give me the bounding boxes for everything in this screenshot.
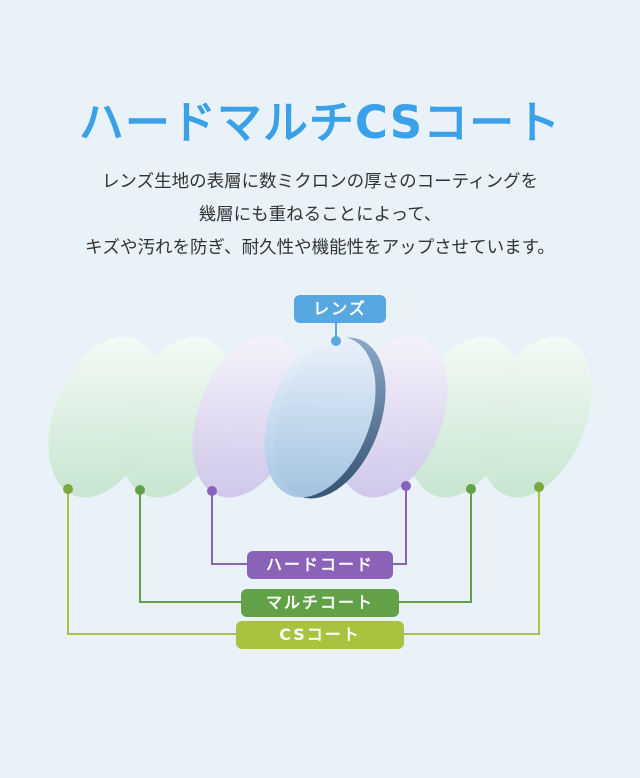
hard-coat-dot-right — [401, 481, 411, 491]
multi-coat-dot-right — [466, 484, 476, 494]
description-line-3: キズや汚れを防ぎ、耐久性や機能性をアップさせています。 — [85, 238, 555, 258]
multi-coat-dot-left — [135, 485, 145, 495]
cs-coat-dot-right — [534, 482, 544, 492]
cs-coat-line-left-vertical — [67, 489, 69, 635]
cs-coat-dot-left — [63, 484, 73, 494]
hard-coat-line-left-vertical — [211, 491, 213, 565]
multi-coat-label-badge: マルチコート — [241, 589, 399, 617]
multi-coat-line-right-horizontal — [399, 601, 472, 603]
lens-dot — [331, 336, 341, 346]
hard-coat-line-right-vertical — [405, 486, 407, 565]
multi-coat-line-left-horizontal — [139, 601, 241, 603]
multi-coat-line-right-vertical — [470, 489, 472, 603]
cs-coat-line-left-horizontal — [67, 633, 236, 635]
multi-coat-line-left-vertical — [139, 490, 141, 603]
lens-label-badge: レンズ — [294, 295, 386, 323]
hard-coat-line-right-horizontal — [393, 563, 407, 565]
cs-coat-label-badge: CSコート — [236, 621, 404, 649]
cs-coat-line-right-horizontal — [404, 633, 540, 635]
description-line-2: 幾層にも重ねることによって、 — [198, 205, 442, 225]
page-title: ハードマルチCSコート — [78, 96, 562, 149]
cs-coat-line-right-vertical — [538, 487, 540, 635]
hard-coat-dot-left — [207, 486, 217, 496]
hard-coat-line-left-horizontal — [211, 563, 247, 565]
description: レンズ生地の表層に数ミクロンの厚さのコーティングを 幾層にも重ねることによって、… — [0, 166, 640, 265]
lens-connector-line — [335, 322, 337, 342]
hard-coat-label-badge: ハードコード — [247, 551, 393, 579]
description-line-1: レンズ生地の表層に数ミクロンの厚さのコーティングを — [101, 172, 539, 192]
